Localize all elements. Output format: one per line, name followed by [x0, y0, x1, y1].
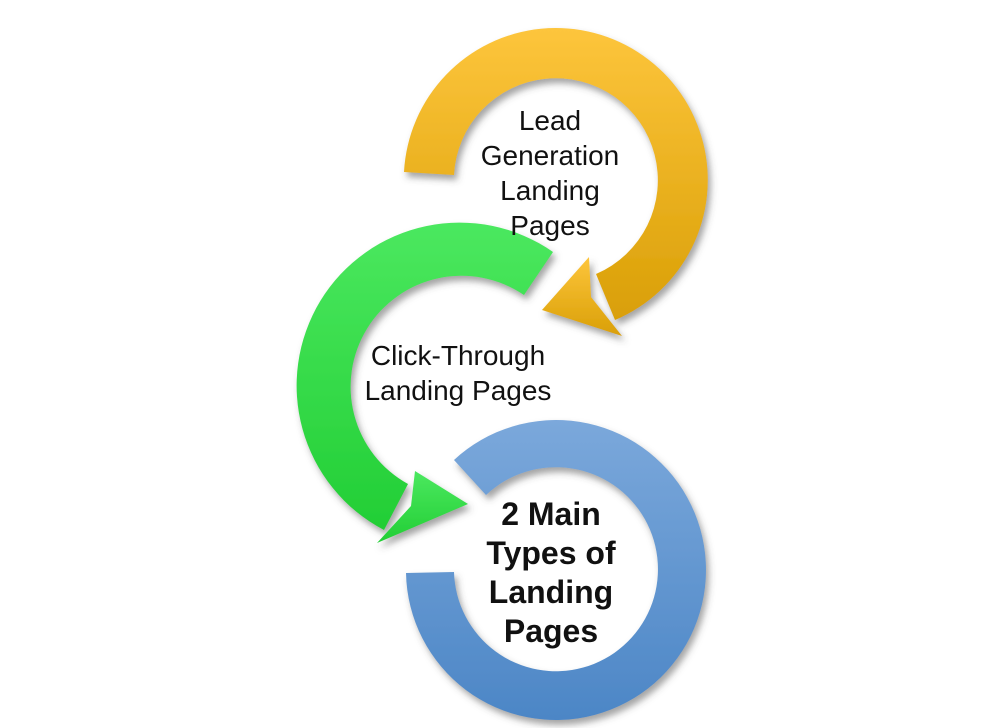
click-through-circular-arrow [296, 222, 553, 543]
click-through-arrowhead-icon [377, 471, 468, 543]
two-main-types-label: 2 Main Types of Landing Pages [441, 495, 661, 651]
lead-generation-label: Lead Generation Landing Pages [440, 103, 660, 243]
label-line: Landing [488, 574, 614, 610]
label-line: Pages [510, 210, 590, 241]
label-line: Lead [518, 105, 582, 136]
click-through-arc [296, 222, 553, 530]
lead-generation-circular-arrow [404, 28, 708, 336]
lead-generation-arrowhead-icon [542, 257, 622, 336]
label-line: 2 Main [501, 496, 601, 532]
label-line: Types of [486, 535, 616, 571]
label-line: Landing Pages [364, 375, 552, 406]
two-main-types-ring [406, 420, 706, 721]
label-line: Click-Through [370, 340, 546, 371]
label-line: Landing [500, 175, 600, 206]
click-through-label: Click-Through Landing Pages [333, 338, 583, 408]
label-line: Pages [503, 613, 599, 649]
two-main-types-arc [406, 420, 706, 721]
lead-generation-arc [404, 28, 708, 320]
label-line: Generation [480, 140, 620, 171]
